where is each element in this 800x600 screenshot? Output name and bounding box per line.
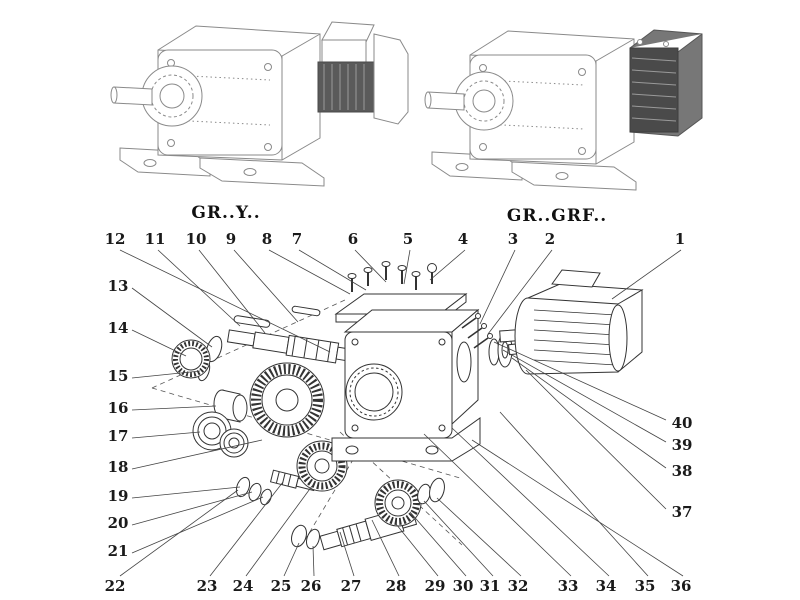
callout-38: 38 [672, 462, 693, 480]
leader-lines [119, 249, 684, 577]
callout-16: 16 [108, 399, 129, 417]
fasteners-2-3 [461, 313, 493, 349]
bearing-ring-14 [171, 339, 211, 379]
callout-36: 36 [671, 577, 692, 595]
callout-15: 15 [108, 367, 129, 385]
callout-11: 11 [145, 230, 166, 248]
spacer-16 [213, 389, 248, 423]
callout-22: 22 [105, 577, 126, 595]
callout-26: 26 [301, 577, 322, 595]
callout-12: 12 [105, 230, 126, 248]
assembled-gearmotor-gr-grf [424, 29, 703, 191]
small-rings-19-21 [235, 476, 272, 506]
callout-33: 33 [558, 577, 579, 595]
callout-35: 35 [635, 577, 656, 595]
eye-bolt-4 [427, 263, 437, 273]
washer-25 [291, 524, 307, 548]
callout-25: 25 [271, 577, 292, 595]
callout-5: 5 [403, 230, 413, 248]
callout-39: 39 [672, 436, 693, 454]
callout-29: 29 [425, 577, 446, 595]
variant-label-gr-grf: GR..GRF.. [507, 206, 607, 226]
callout-32: 32 [508, 577, 529, 595]
callout-34: 34 [596, 577, 617, 595]
callout-9: 9 [226, 230, 236, 248]
callout-23: 23 [197, 577, 218, 595]
callout-28: 28 [386, 577, 407, 595]
callout-17: 17 [108, 427, 129, 445]
callout-6: 6 [348, 230, 358, 248]
washer-26 [306, 528, 320, 550]
callout-19: 19 [108, 487, 129, 505]
housing-cover [334, 261, 468, 324]
callout-1: 1 [675, 230, 685, 248]
callout-3: 3 [508, 230, 518, 248]
callout-20: 20 [108, 514, 129, 532]
callout-10: 10 [186, 230, 207, 248]
callout-40: 40 [672, 414, 693, 432]
callout-2: 2 [545, 230, 555, 248]
callout-8: 8 [262, 230, 272, 248]
exploded-view [171, 261, 644, 551]
large-gear-18 [249, 362, 325, 438]
callout-27: 27 [341, 577, 362, 595]
gear-30 [374, 479, 422, 527]
callout-numbers: 12 11 10 9 8 7 6 5 4 3 2 1 13 14 15 16 1… [105, 230, 693, 595]
bearings-17 [192, 411, 249, 458]
callout-13: 13 [108, 277, 129, 295]
input-shaft [226, 305, 351, 364]
callout-7: 7 [292, 230, 302, 248]
callout-30: 30 [453, 577, 474, 595]
callout-18: 18 [108, 458, 129, 476]
callout-37: 37 [672, 503, 693, 521]
variant-label-gr-y: GR..Y.. [191, 203, 260, 223]
callout-21: 21 [108, 542, 129, 560]
cover-bolts [347, 261, 421, 292]
ring-32 [429, 477, 445, 503]
callout-31: 31 [480, 577, 501, 595]
callout-14: 14 [108, 319, 129, 337]
assembled-gearmotor-gr-y [110, 21, 409, 187]
callout-4: 4 [458, 230, 468, 248]
motor-1 [499, 269, 644, 375]
gear-housing [331, 308, 481, 462]
callout-24: 24 [233, 577, 254, 595]
